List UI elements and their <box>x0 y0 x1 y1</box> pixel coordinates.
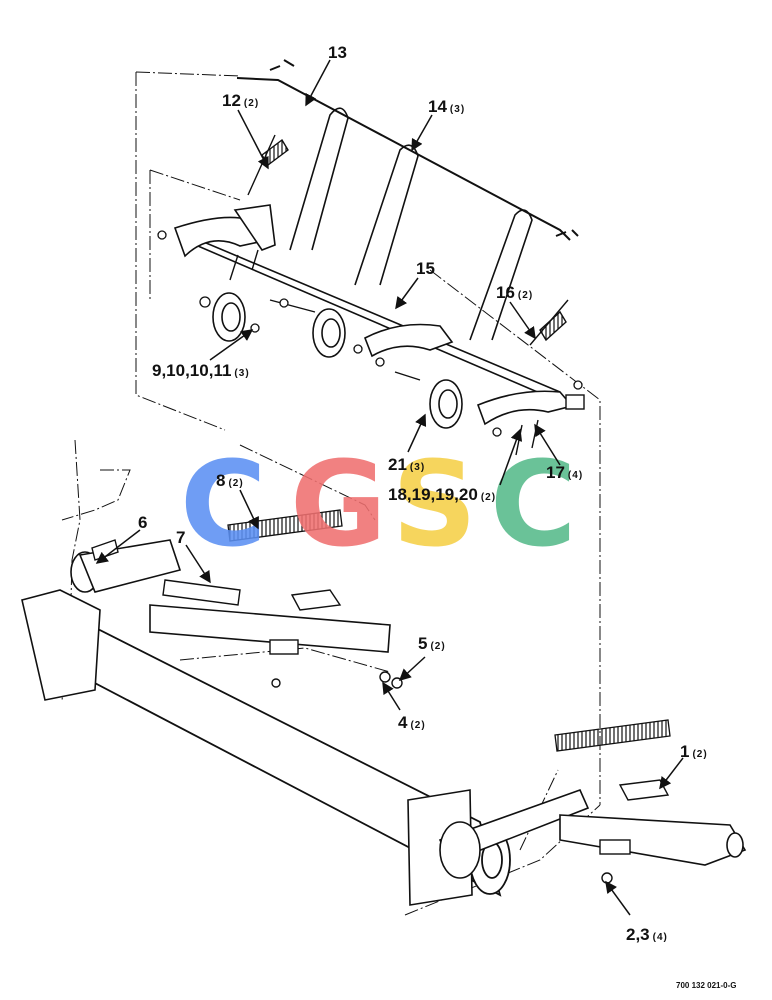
callout-12: 12(2) <box>222 91 259 110</box>
watermark-letter: C <box>180 435 267 573</box>
callout-6: 6 <box>138 513 147 532</box>
callout-14: 14(3) <box>428 97 465 116</box>
callout-21: 21(3) <box>388 455 425 474</box>
hooks-14 <box>289 107 533 341</box>
callout-15: 15 <box>416 259 435 278</box>
shaft-15 <box>179 231 561 401</box>
upper-boundary <box>135 71 601 805</box>
arms <box>173 204 574 426</box>
watermark-letter: S <box>392 435 477 573</box>
lower-hardware <box>91 539 670 884</box>
callout-5: 5(2) <box>418 634 446 653</box>
callout-8: 8(2) <box>216 471 244 490</box>
callout-16: 16(2) <box>496 283 533 302</box>
drawing-number: 700 132 021-0-G <box>676 981 737 990</box>
callout-7: 7 <box>176 528 185 547</box>
lower-springs <box>227 509 671 752</box>
rollers <box>212 292 463 429</box>
callout-4: 4(2) <box>398 713 426 732</box>
watermark-letter: G <box>290 435 387 573</box>
callout-17: 17(4) <box>546 463 583 482</box>
callout-18-19-19-20: 18,19,19,20(2) <box>388 485 496 504</box>
watermark-letter: C <box>490 435 577 573</box>
callout-2-3: 2,3(4) <box>626 925 668 944</box>
callout-13: 13 <box>328 43 347 62</box>
right-mount <box>407 788 747 906</box>
callouts: 13 12(2) 14(3) 15 16(2) 9,10,10,11(3) 21… <box>138 43 708 944</box>
leader-lines <box>95 59 684 916</box>
callout-9-10-10-11: 9,10,10,11(3) <box>152 361 250 380</box>
callout-1: 1(2) <box>680 742 708 761</box>
rod-13 <box>236 59 579 241</box>
